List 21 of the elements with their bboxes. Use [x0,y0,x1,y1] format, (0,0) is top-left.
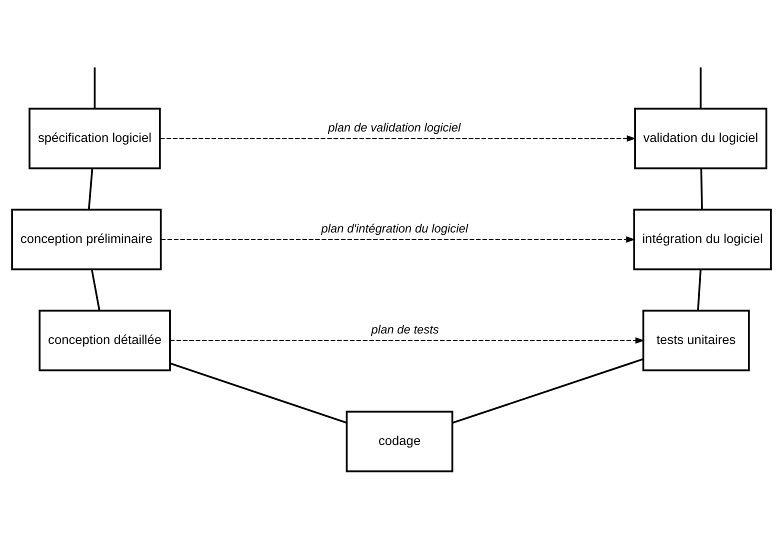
connector [700,66,702,108]
connector [88,168,94,209]
connector [697,268,702,310]
connector [452,358,644,424]
edge-label: plan de validation logiciel [328,120,461,134]
node-box: codage [346,410,454,472]
node-box: spécification logiciel [28,107,161,169]
connector [94,66,96,108]
node-box: validation du logiciel [634,107,768,169]
node-box: intégration du logiciel [633,208,772,270]
node-box: conception préliminaire [11,208,162,270]
node-box: conception détaillée [38,309,171,371]
arrow [160,236,636,242]
arrow [170,336,645,344]
connector [90,268,100,310]
node-box: tests unitaires [642,309,750,371]
edge-label: plan d'intégration du logiciel [321,221,468,236]
connector [170,362,347,424]
connector [700,168,703,209]
edge-label: plan de tests [371,322,439,336]
arrow [160,134,636,142]
